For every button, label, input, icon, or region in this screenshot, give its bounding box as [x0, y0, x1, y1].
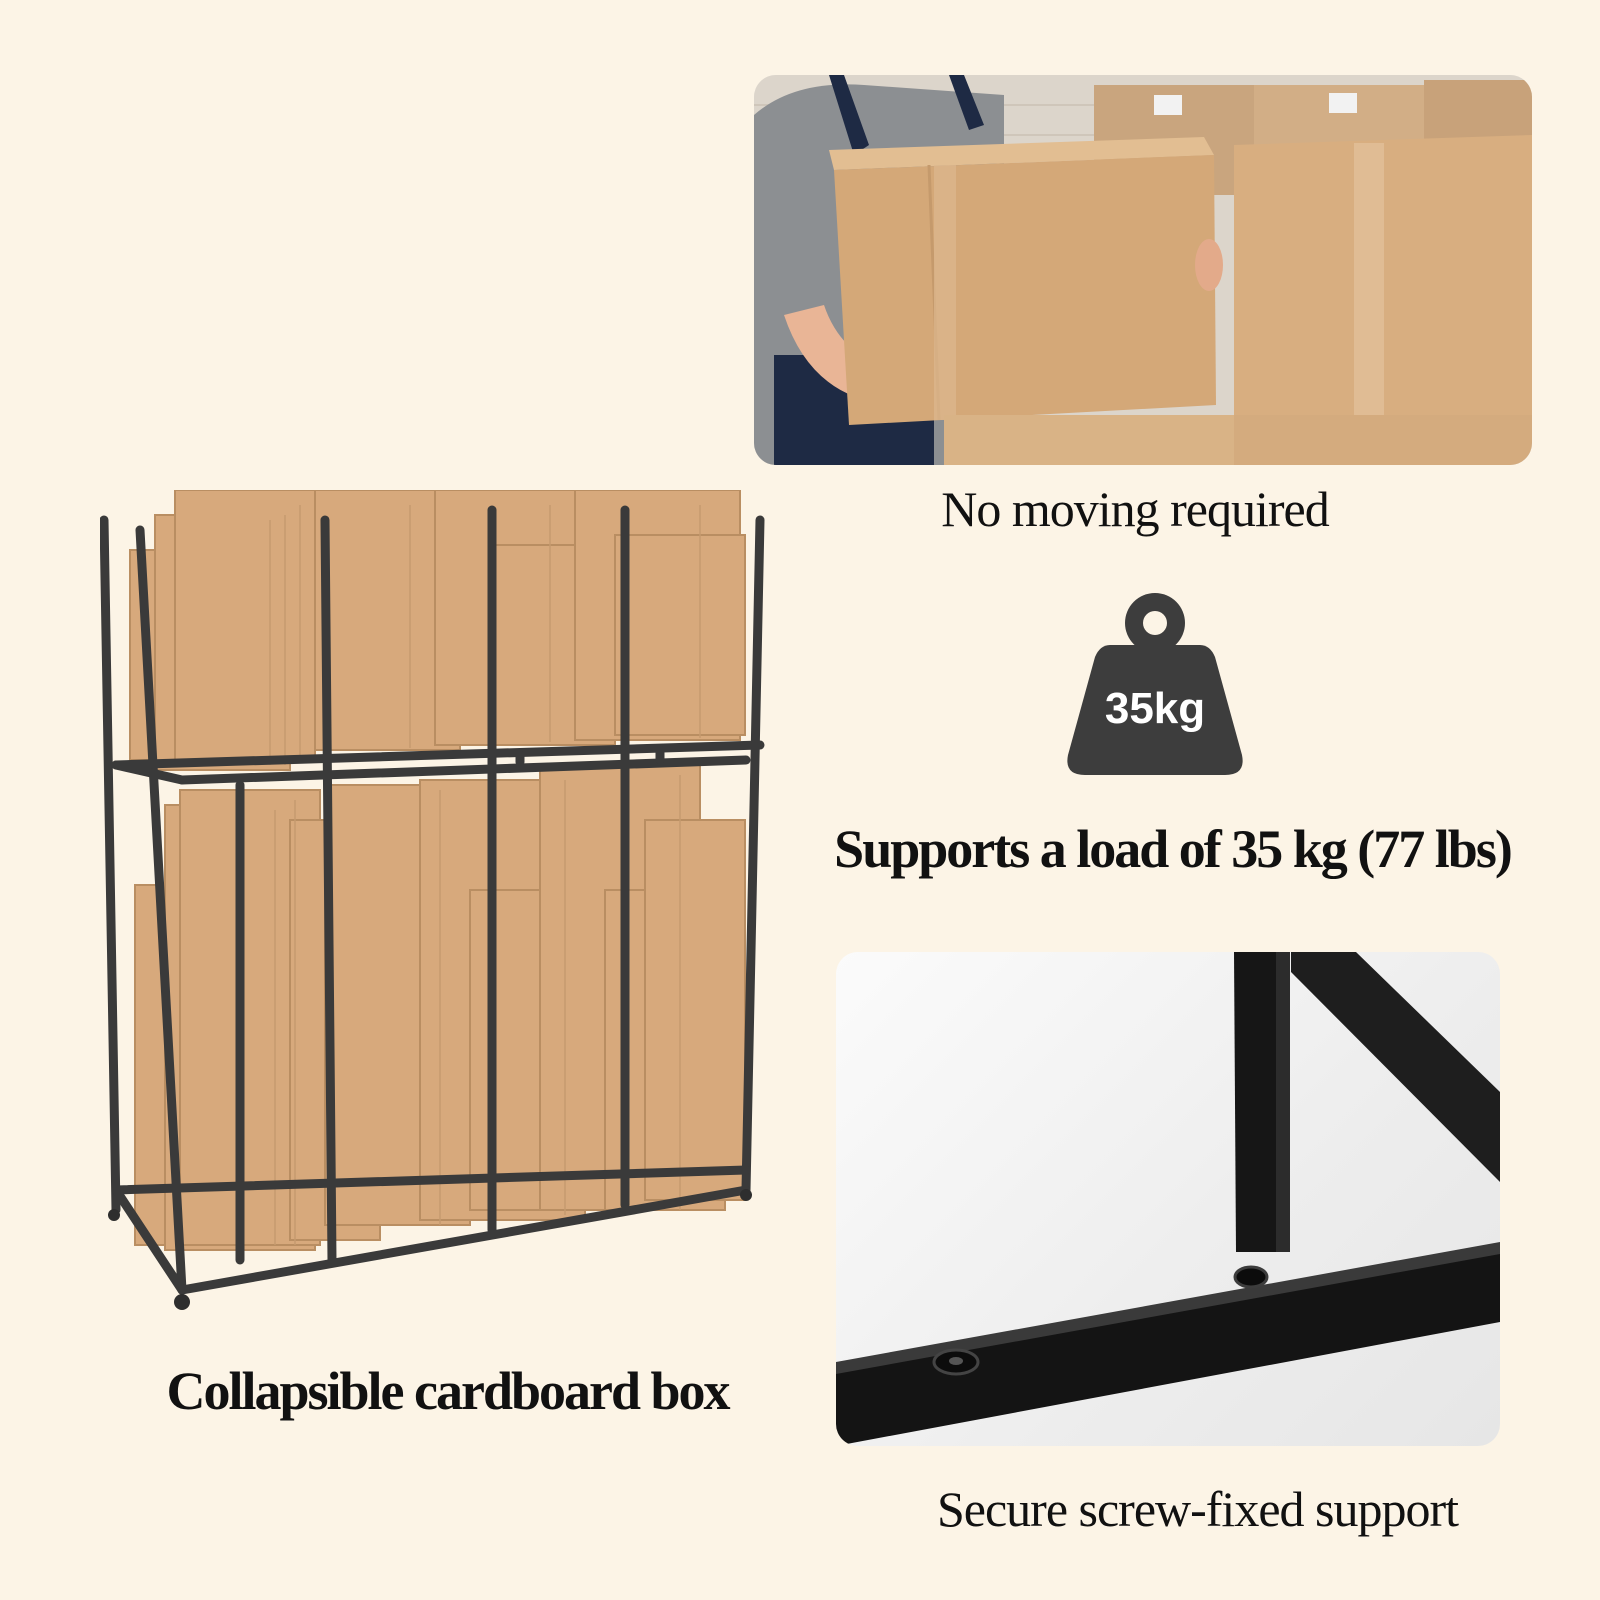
weight-icon: 35kg — [1060, 585, 1250, 785]
frame-closeup-illustration — [836, 952, 1500, 1446]
photo-screw-fixed-frame — [836, 952, 1500, 1446]
caption-no-moving: No moving required — [941, 481, 1329, 537]
caption-load: Supports a load of 35 kg (77 lbs) — [834, 819, 1513, 879]
worker-boxes-illustration — [754, 75, 1532, 465]
caption-collapsible: Collapsible cardboard box — [166, 1361, 730, 1421]
photo-worker-carrying-boxes — [754, 75, 1532, 465]
caption-screw: Secure screw-fixed support — [936, 1481, 1459, 1537]
rack-with-cardboard-illustration — [99, 489, 780, 1340]
weight-label: 35kg — [1105, 684, 1205, 733]
